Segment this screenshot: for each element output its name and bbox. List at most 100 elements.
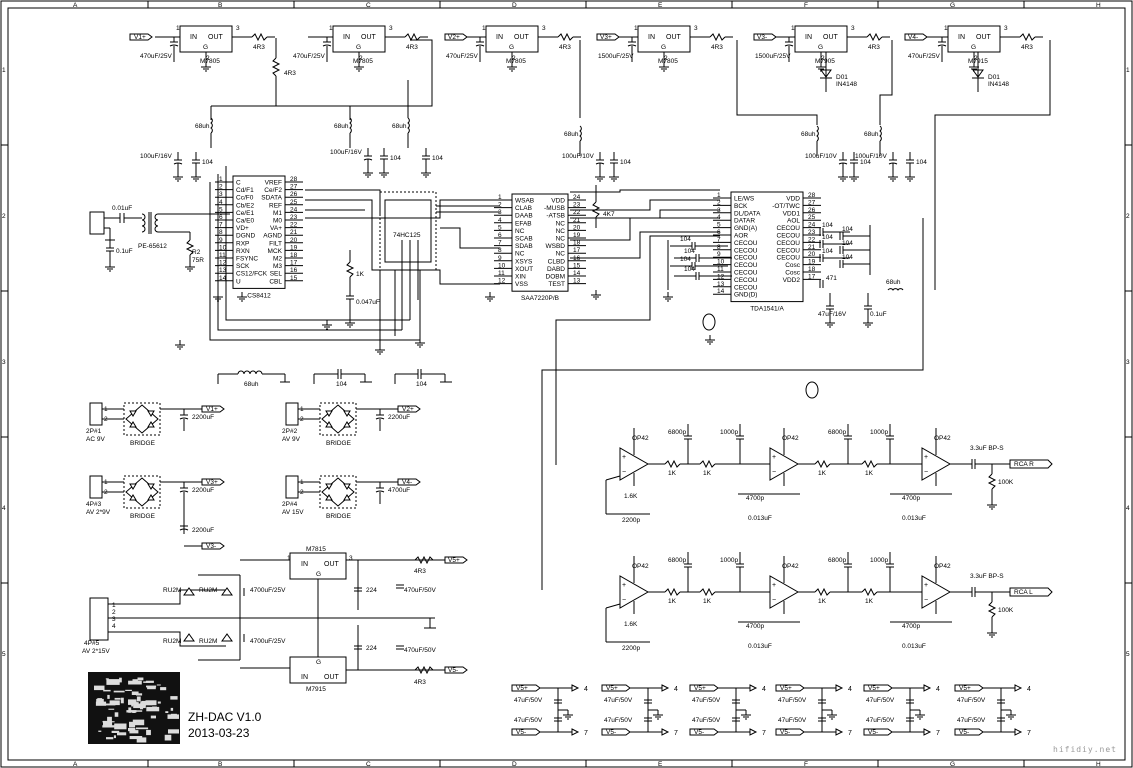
pin-label: DGND: [236, 233, 255, 240]
pin-label: DAAB: [515, 213, 533, 220]
svg-text:G: G: [203, 44, 208, 51]
svg-text:+: +: [772, 582, 776, 589]
decap-7: 104: [609, 152, 631, 182]
r100k-label: 100K: [998, 607, 1014, 614]
pin-number: 24: [808, 222, 816, 229]
grid-col-label: F: [804, 761, 808, 768]
pin-number: 3: [498, 209, 502, 216]
svg-text:4700uF: 4700uF: [388, 487, 410, 494]
ic-74hc125: 74HC125: [379, 191, 437, 330]
wire-feed-1: [211, 39, 433, 107]
c013-label: 0.013uF: [748, 643, 772, 650]
svg-text:V2+: V2+: [448, 34, 460, 41]
pin-label: CECOU: [734, 247, 758, 254]
svg-text:0.1uF: 0.1uF: [116, 248, 133, 255]
svg-text:+: +: [622, 582, 626, 589]
svg-text:2P#1: 2P#1: [86, 428, 102, 435]
pin-number: 20: [290, 237, 298, 244]
pin-number: 6: [219, 214, 223, 221]
svg-text:47uF/50V: 47uF/50V: [604, 717, 633, 724]
grid-row-label: 2: [2, 213, 6, 220]
svg-text:V5+: V5+: [694, 685, 706, 692]
svg-text:1500uF/25V: 1500uF/25V: [755, 53, 791, 60]
date-text: 2013-03-23: [188, 726, 250, 740]
svg-text:100uF/10V: 100uF/10V: [562, 153, 594, 160]
resistor-1k-label: 1K: [818, 598, 827, 605]
svg-text:100uF/10V: 100uF/10V: [855, 153, 887, 160]
pin-label: Cosc: [785, 262, 801, 269]
grid-row-label: 1: [1126, 67, 1130, 74]
svg-text:47uF/50V: 47uF/50V: [778, 697, 807, 704]
svg-text:68uh: 68uh: [864, 131, 879, 138]
svg-text:AV 9V: AV 9V: [282, 436, 301, 443]
svg-text:−: −: [622, 469, 626, 476]
svg-text:68uh: 68uh: [334, 123, 349, 130]
diode-d01-a: D01 IN4148: [820, 52, 857, 92]
svg-text:G: G: [356, 44, 361, 51]
pin-number: 27: [290, 184, 298, 191]
svg-text:2200uF: 2200uF: [192, 527, 214, 534]
pin-number: 12: [219, 260, 227, 267]
svg-text:224: 224: [366, 645, 377, 652]
pin-label: CECOU: [734, 262, 758, 269]
pin-number: 18: [573, 240, 581, 247]
tda-cap-104-l1: 104: [670, 236, 728, 250]
pin-label: VA+: [270, 225, 282, 232]
c2200-label: 2200p: [622, 645, 640, 652]
svg-text:470uF/25V: 470uF/25V: [293, 53, 325, 60]
resistor-4r3-vertical: 4R3: [271, 38, 296, 106]
pin-number: 20: [573, 224, 581, 231]
svg-text:V4-: V4-: [908, 34, 918, 41]
svg-text:100uF/16V: 100uF/16V: [330, 149, 362, 156]
svg-text:7: 7: [674, 730, 678, 737]
svg-text:104: 104: [822, 234, 833, 241]
resistor-r2: R2 75R: [185, 232, 204, 264]
pin-label: VDD: [786, 196, 800, 203]
pcb-thumbnail-pattern: [94, 677, 179, 743]
svg-text:4R3: 4R3: [253, 44, 265, 51]
pin-number: 2: [498, 202, 502, 209]
svg-text:−: −: [924, 597, 928, 604]
svg-text:4700uF/25V: 4700uF/25V: [250, 587, 286, 594]
svg-text:V1+: V1+: [206, 406, 218, 413]
ic-name: SAA7220P/B: [521, 295, 559, 302]
pin-label: CLAB: [515, 205, 532, 212]
grid-col-label: B: [218, 761, 222, 768]
wire-feed-6: [736, 40, 818, 125]
resistor-1k: [861, 459, 878, 469]
svg-text:2200uF: 2200uF: [192, 414, 214, 421]
svg-text:104: 104: [680, 256, 691, 263]
svg-text:47uF/50V: 47uF/50V: [692, 717, 721, 724]
svg-text:4: 4: [936, 686, 940, 693]
svg-text:1K: 1K: [356, 271, 365, 278]
svg-text:G: G: [971, 44, 976, 51]
pin-number: 8: [498, 247, 502, 254]
pin-label: REF: [269, 202, 282, 209]
c4700-label: 4700p: [902, 623, 920, 630]
svg-text:0.01uF: 0.01uF: [112, 205, 132, 212]
rail-v3p-top: V3+: [596, 33, 620, 41]
pin-label: M0: [273, 218, 282, 225]
svg-text:2200uF: 2200uF: [388, 414, 410, 421]
pin-label: Ce/F2: [264, 187, 282, 194]
svg-text:BRIDGE: BRIDGE: [326, 513, 352, 520]
wire-right-channel: [555, 235, 720, 465]
pin-label: CECOU: [734, 270, 758, 277]
svg-text:V3-: V3-: [206, 543, 216, 550]
svg-text:2P#2: 2P#2: [282, 428, 298, 435]
svg-text:V5+: V5+: [868, 685, 880, 692]
pin-label: CECOU: [734, 284, 758, 291]
decap-3: 100uF/16V: [330, 148, 373, 178]
svg-text:+: +: [924, 582, 928, 589]
svg-text:4R3: 4R3: [1021, 44, 1033, 51]
rca-output-label: RCA L: [1014, 589, 1033, 596]
svg-text:3: 3: [542, 25, 546, 32]
